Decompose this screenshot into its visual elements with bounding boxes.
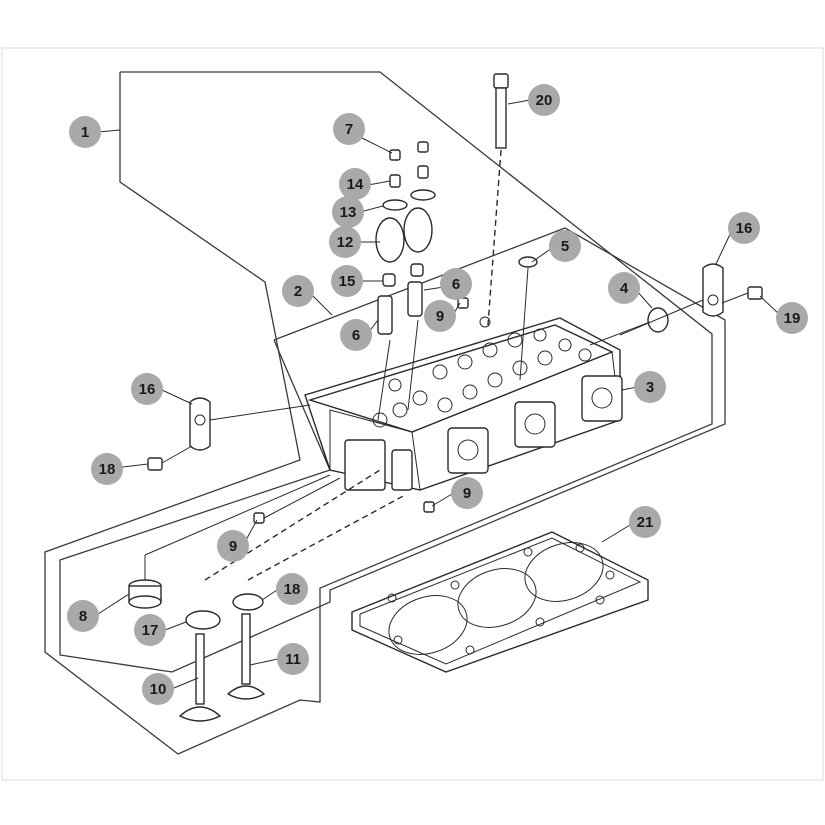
svg-text:13: 13 <box>340 204 357 221</box>
lifting-bracket-right <box>619 263 724 336</box>
cylinder-head <box>304 316 623 491</box>
svg-text:7: 7 <box>345 121 353 138</box>
svg-text:16: 16 <box>139 381 156 398</box>
callout-7: 7 <box>333 113 365 145</box>
svg-text:6: 6 <box>352 327 360 344</box>
svg-text:11: 11 <box>285 651 301 668</box>
callout-9c: 9 <box>217 530 249 562</box>
svg-text:20: 20 <box>536 92 553 109</box>
diagram-frame <box>1 47 824 781</box>
svg-text:8: 8 <box>79 608 87 625</box>
callout-12: 12 <box>329 226 361 258</box>
group-outline-2 <box>59 227 726 673</box>
callout-3: 3 <box>634 371 666 403</box>
callout-15: 15 <box>331 265 363 297</box>
svg-text:12: 12 <box>337 234 354 251</box>
bracket-bolt-right <box>747 286 763 300</box>
svg-text:5: 5 <box>561 238 569 255</box>
svg-text:4: 4 <box>620 280 629 297</box>
bracket-bolt-left <box>147 457 163 471</box>
svg-text:1: 1 <box>81 124 89 141</box>
svg-text:21: 21 <box>637 514 654 531</box>
valve-stem-seal-17 <box>185 610 221 630</box>
lifting-bracket-left <box>189 397 311 451</box>
svg-text:16: 16 <box>736 220 753 237</box>
svg-text:10: 10 <box>150 681 167 698</box>
callout-19: 19 <box>776 302 808 334</box>
svg-text:6: 6 <box>452 276 460 293</box>
valve-seal <box>518 256 538 268</box>
callout-9b: 9 <box>451 477 483 509</box>
svg-text:19: 19 <box>784 310 801 327</box>
callout-13: 13 <box>332 196 364 228</box>
callout-17: 17 <box>134 614 166 646</box>
svg-text:18: 18 <box>99 461 116 478</box>
svg-text:17: 17 <box>142 622 159 639</box>
callout-5: 5 <box>549 230 581 262</box>
svg-text:2: 2 <box>294 283 302 300</box>
callout-11: 11 <box>277 643 309 675</box>
svg-text:9: 9 <box>229 538 237 555</box>
svg-text:9: 9 <box>463 485 471 502</box>
svg-text:15: 15 <box>339 273 356 290</box>
expansion-plug <box>128 474 331 609</box>
callout-6a: 6 <box>340 319 372 351</box>
callout-6b: 6 <box>440 268 472 300</box>
exhaust-valve <box>226 494 406 700</box>
svg-text:14: 14 <box>347 176 364 193</box>
callout-10: 10 <box>142 673 174 705</box>
callout-18a: 18 <box>91 453 123 485</box>
callout-16a: 16 <box>728 212 760 244</box>
plug <box>647 307 669 333</box>
callout-16b: 16 <box>131 373 163 405</box>
svg-text:9: 9 <box>436 308 444 325</box>
callout-1: 1 <box>69 116 101 148</box>
callout-2: 2 <box>282 275 314 307</box>
plug-9-left <box>253 512 265 524</box>
callout-14: 14 <box>339 168 371 200</box>
group-outline-1 <box>44 71 713 755</box>
plug-9-bottom <box>423 501 435 513</box>
svg-text:3: 3 <box>646 379 654 396</box>
head-gasket <box>351 531 649 673</box>
callout-9a: 9 <box>424 300 456 332</box>
callout-21: 21 <box>629 506 661 538</box>
intake-valve <box>178 469 381 722</box>
callout-4: 4 <box>608 272 640 304</box>
valve-stem-seal-18 <box>232 593 264 611</box>
callout-18b: 18 <box>276 573 308 605</box>
head-bolt <box>487 73 509 326</box>
callout-20: 20 <box>528 84 560 116</box>
callout-8: 8 <box>67 600 99 632</box>
svg-text:18: 18 <box>284 581 301 598</box>
valve-train-stack <box>375 141 436 421</box>
